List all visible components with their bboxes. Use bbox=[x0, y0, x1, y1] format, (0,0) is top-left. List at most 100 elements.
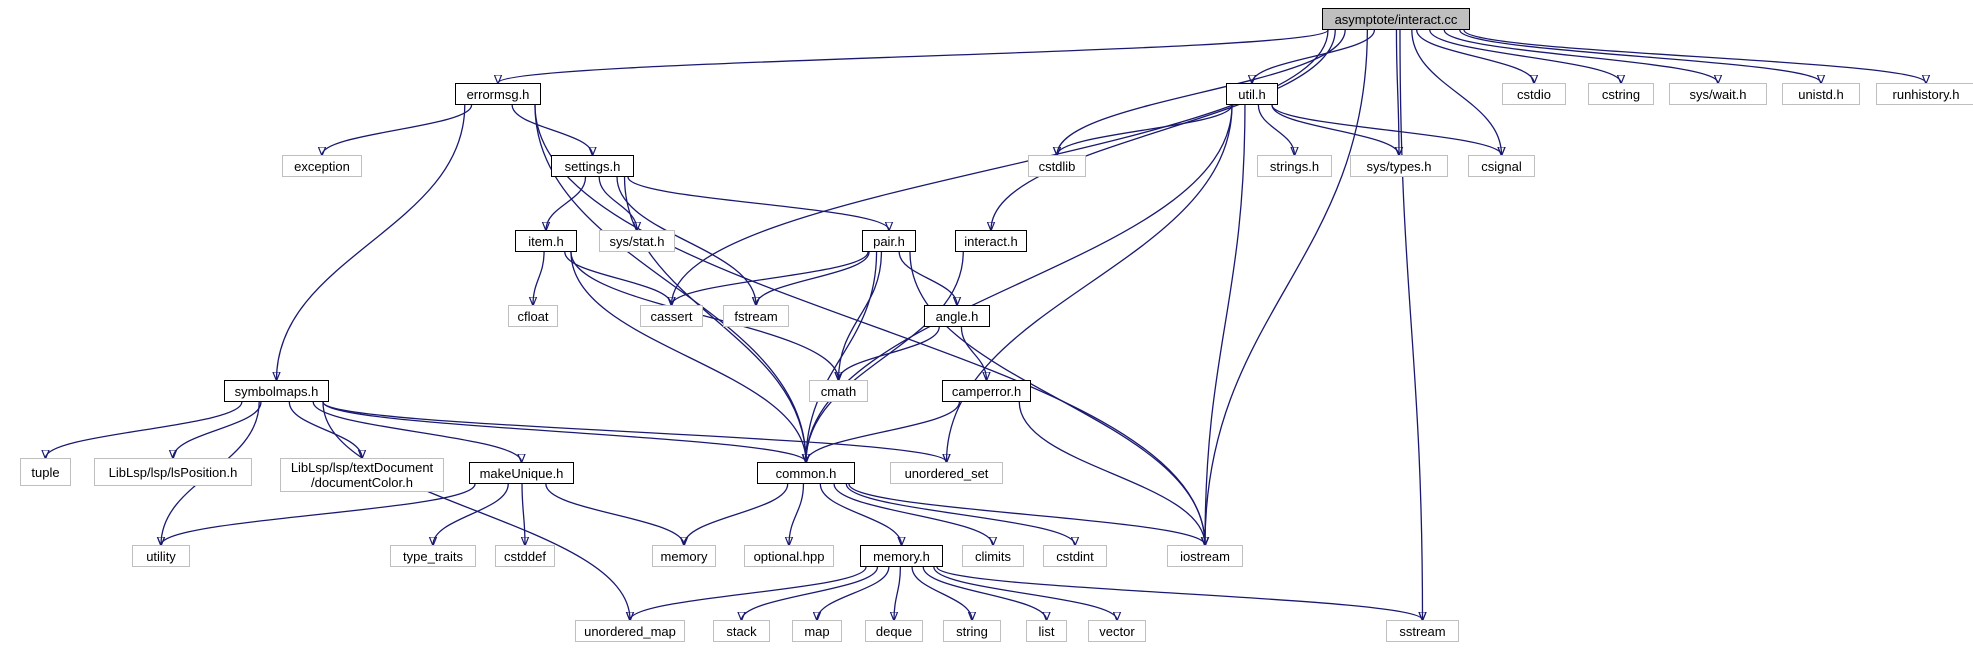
node-cstring[interactable]: cstring bbox=[1588, 83, 1654, 105]
edge-camperror-h-to-common-h bbox=[806, 401, 961, 462]
node-label: LibLsp/lsp/lsPosition.h bbox=[108, 464, 238, 480]
node-label: cstdio bbox=[1517, 86, 1551, 102]
edge-settings-h-to-sys-stat-h bbox=[598, 176, 637, 230]
edge-item-h-to-cmath bbox=[570, 251, 839, 380]
node-sys-wait-h[interactable]: sys/wait.h bbox=[1669, 83, 1767, 105]
edge-pair-h-to-common-h bbox=[806, 251, 878, 462]
node-util-h[interactable]: util.h bbox=[1226, 83, 1278, 105]
node-label: stack bbox=[726, 623, 757, 639]
edge-interact-cc-to-sstream bbox=[1399, 29, 1423, 620]
node-sstream[interactable]: sstream bbox=[1386, 620, 1459, 642]
edge-interact-cc-to-errormsg-h bbox=[498, 29, 1329, 83]
node-unistd-h[interactable]: unistd.h bbox=[1782, 83, 1860, 105]
node-label: camperror.h bbox=[951, 383, 1022, 399]
node-label: string bbox=[956, 623, 988, 639]
node-label: cstdint bbox=[1056, 548, 1094, 564]
node-label: cmath bbox=[820, 383, 857, 399]
edge-interact-cc-to-unistd-h bbox=[1459, 29, 1821, 83]
edge-makeunique-h-to-utility bbox=[161, 483, 476, 545]
node-errormsg-h[interactable]: errormsg.h bbox=[455, 83, 541, 105]
node-documentcolor-h[interactable]: LibLsp/lsp/textDocument/documentColor.h bbox=[280, 458, 444, 492]
node-label: cstring bbox=[1601, 86, 1641, 102]
node-iostream[interactable]: iostream bbox=[1167, 545, 1243, 567]
node-interact-cc[interactable]: asymptote/interact.cc bbox=[1322, 8, 1470, 30]
edge-interact-cc-to-sys-types-h bbox=[1396, 29, 1399, 155]
edge-pair-h-to-cassert bbox=[672, 251, 869, 305]
node-vector[interactable]: vector bbox=[1088, 620, 1146, 642]
node-label: climits bbox=[974, 548, 1012, 564]
edge-common-h-to-cstdint bbox=[845, 483, 1075, 545]
node-label: exception bbox=[294, 158, 350, 174]
node-unordered-set[interactable]: unordered_set bbox=[890, 462, 1003, 484]
edge-memory-h-to-unordered-map bbox=[630, 566, 867, 620]
node-cstdio[interactable]: cstdio bbox=[1502, 83, 1566, 105]
node-exception[interactable]: exception bbox=[282, 155, 362, 177]
node-label: type_traits bbox=[403, 548, 463, 564]
edge-interact-cc-to-csignal bbox=[1411, 29, 1502, 155]
edge-makeunique-h-to-type-traits bbox=[433, 483, 509, 545]
edge-errormsg-h-to-settings-h bbox=[511, 104, 592, 155]
node-symbolmaps-h[interactable]: symbolmaps.h bbox=[224, 380, 329, 402]
node-cstddef[interactable]: cstddef bbox=[495, 545, 555, 567]
node-label: unordered_map bbox=[584, 623, 676, 639]
edge-memory-h-to-deque bbox=[894, 566, 902, 620]
edge-pair-h-to-fstream bbox=[756, 251, 870, 305]
node-label: item.h bbox=[528, 233, 564, 249]
node-item-h[interactable]: item.h bbox=[515, 230, 577, 252]
node-label: symbolmaps.h bbox=[234, 383, 319, 399]
node-memory-h[interactable]: memory.h bbox=[860, 545, 943, 567]
node-climits[interactable]: climits bbox=[962, 545, 1024, 567]
node-makeunique-h[interactable]: makeUnique.h bbox=[469, 462, 574, 484]
edge-memory-h-to-stack bbox=[742, 566, 879, 620]
node-cstdint[interactable]: cstdint bbox=[1043, 545, 1107, 567]
node-cstdlib[interactable]: cstdlib bbox=[1028, 155, 1086, 177]
node-utility[interactable]: utility bbox=[132, 545, 190, 567]
node-optional-hpp[interactable]: optional.hpp bbox=[744, 545, 834, 567]
node-csignal[interactable]: csignal bbox=[1468, 155, 1535, 177]
edge-item-h-to-cfloat bbox=[533, 251, 545, 305]
edge-interact-cc-to-cstdlib bbox=[1057, 29, 1346, 155]
edge-symbolmaps-h-to-lsposition-h bbox=[173, 401, 262, 458]
node-label: cassert bbox=[650, 308, 693, 324]
node-pair-h[interactable]: pair.h bbox=[862, 230, 916, 252]
node-label: cfloat bbox=[517, 308, 549, 324]
edge-errormsg-h-to-symbolmaps-h bbox=[277, 104, 466, 380]
node-lsposition-h[interactable]: LibLsp/lsp/lsPosition.h bbox=[94, 458, 252, 486]
node-map[interactable]: map bbox=[792, 620, 842, 642]
edge-camperror-h-to-iostream bbox=[1018, 401, 1205, 545]
node-common-h[interactable]: common.h bbox=[757, 462, 855, 484]
node-type-traits[interactable]: type_traits bbox=[390, 545, 476, 567]
edge-settings-h-to-item-h bbox=[546, 176, 587, 230]
node-list[interactable]: list bbox=[1026, 620, 1067, 642]
node-label: sys/stat.h bbox=[609, 233, 665, 249]
node-cassert[interactable]: cassert bbox=[640, 305, 703, 327]
node-unordered-map[interactable]: unordered_map bbox=[575, 620, 685, 642]
node-interact-h[interactable]: interact.h bbox=[955, 230, 1027, 252]
node-string[interactable]: string bbox=[943, 620, 1001, 642]
edge-memory-h-to-list bbox=[922, 566, 1046, 620]
node-cmath[interactable]: cmath bbox=[809, 380, 868, 402]
edge-util-h-to-common-h bbox=[806, 104, 1233, 462]
node-angle-h[interactable]: angle.h bbox=[924, 305, 990, 327]
edge-symbolmaps-h-to-documentcolor-h bbox=[288, 401, 362, 458]
node-deque[interactable]: deque bbox=[865, 620, 923, 642]
node-fstream[interactable]: fstream bbox=[723, 305, 789, 327]
node-tuple[interactable]: tuple bbox=[20, 458, 71, 486]
node-label: errormsg.h bbox=[466, 86, 530, 102]
node-label: unistd.h bbox=[1798, 86, 1844, 102]
node-settings-h[interactable]: settings.h bbox=[551, 155, 634, 177]
node-stack[interactable]: stack bbox=[713, 620, 770, 642]
node-strings-h[interactable]: strings.h bbox=[1257, 155, 1332, 177]
node-sys-stat-h[interactable]: sys/stat.h bbox=[599, 230, 675, 252]
node-label: vector bbox=[1099, 623, 1135, 639]
edge-symbolmaps-h-to-unordered-set bbox=[322, 401, 947, 462]
node-camperror-h[interactable]: camperror.h bbox=[942, 380, 1031, 402]
edge-makeunique-h-to-cstddef bbox=[522, 483, 525, 545]
node-sys-types-h[interactable]: sys/types.h bbox=[1350, 155, 1448, 177]
node-cfloat[interactable]: cfloat bbox=[508, 305, 558, 327]
node-label: /documentColor.h bbox=[311, 475, 413, 490]
node-label: pair.h bbox=[873, 233, 905, 249]
edge-interact-h-to-common-h bbox=[806, 251, 964, 462]
node-memory[interactable]: memory bbox=[652, 545, 716, 567]
node-runhistory-h[interactable]: runhistory.h bbox=[1876, 83, 1973, 105]
